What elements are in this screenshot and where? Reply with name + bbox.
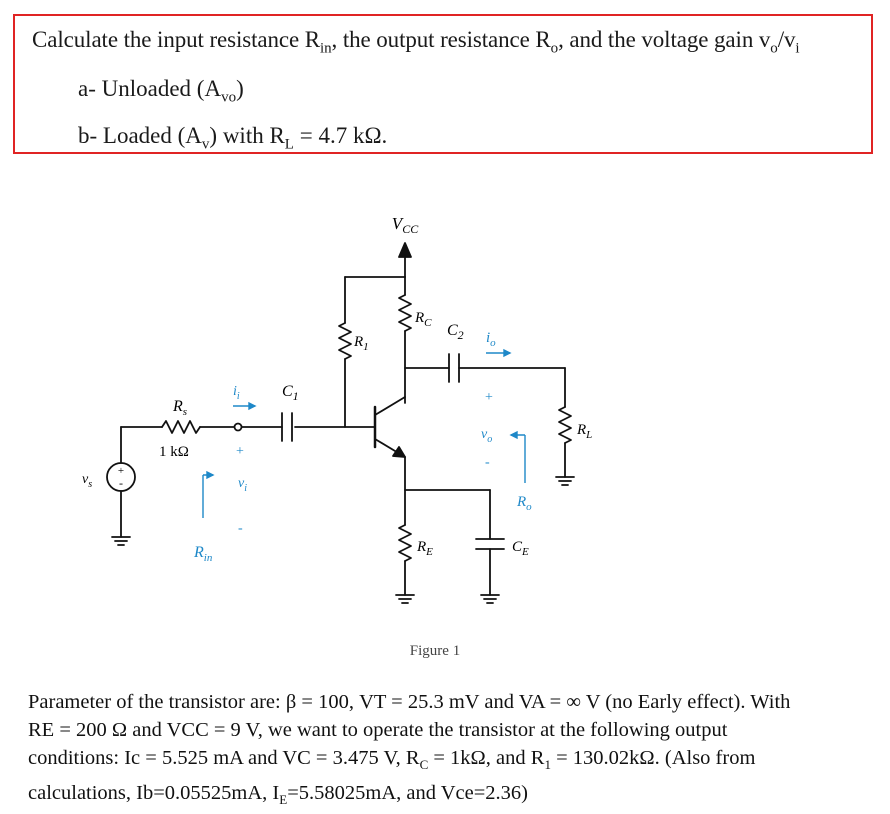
params-line-2: RE = 200 Ω and VCC = 9 V, we want to ope… bbox=[28, 719, 728, 741]
c2-label: C2 bbox=[447, 322, 464, 342]
source-minus-label: - bbox=[119, 476, 123, 490]
rin-label: Rin bbox=[193, 544, 213, 564]
rs-label: Rs bbox=[172, 398, 187, 418]
question-item-a: a- Unloaded (Avo) bbox=[78, 76, 244, 106]
io-label: io bbox=[486, 330, 496, 349]
rl-label: RL bbox=[576, 422, 592, 441]
vi-minus: - bbox=[238, 521, 243, 536]
vo-minus: - bbox=[485, 455, 490, 470]
c1-label: C1 bbox=[282, 383, 299, 403]
vi-terminal bbox=[233, 422, 243, 432]
params-line-1: Parameter of the transistor are: β = 100… bbox=[28, 691, 791, 713]
rs-resistor-icon bbox=[161, 420, 201, 434]
vi-plus: + bbox=[236, 444, 244, 459]
r1-resistor-icon bbox=[338, 322, 352, 360]
source-plus-label: + bbox=[118, 465, 124, 477]
question-item-b: b- Loaded (Av) with RL = 4.7 kΩ. bbox=[78, 123, 388, 153]
rl-resistor-icon bbox=[558, 406, 572, 444]
rin-bracket bbox=[202, 474, 213, 518]
vs-label: vs bbox=[82, 472, 92, 490]
parameters-text: Parameter of the transistor are: β = 100… bbox=[28, 688, 878, 814]
params-line-4: calculations, Ib=0.05525mA, IE=5.58025mA… bbox=[28, 782, 529, 808]
ce-label: CE bbox=[512, 539, 529, 558]
figure-caption: Figure 1 bbox=[410, 643, 460, 659]
emitter-arrow-icon bbox=[392, 446, 406, 458]
question-title: Calculate the input resistance Rin, the … bbox=[32, 27, 800, 57]
r1-label: R1 bbox=[353, 334, 369, 353]
vcc-label: VCC bbox=[392, 214, 419, 236]
rs-value: 1 kΩ bbox=[159, 444, 189, 460]
re-label: RE bbox=[416, 539, 433, 558]
params-line-3: conditions: Ic = 5.525 mA and VC = 3.475… bbox=[28, 747, 756, 773]
re-resistor-icon bbox=[398, 524, 412, 562]
vo-plus: + bbox=[485, 390, 493, 405]
rc-label: RC bbox=[414, 310, 432, 329]
ii-label: ii bbox=[233, 384, 240, 402]
circuit-figure: + - VCC R1 RC C2 io C1 ii Rs 1 kΩ vs + v… bbox=[82, 214, 592, 659]
question-box: Calculate the input resistance Rin, the … bbox=[13, 14, 873, 154]
vo-label: vo bbox=[481, 427, 492, 445]
ro-label: Ro bbox=[516, 494, 532, 513]
ro-bracket bbox=[511, 434, 526, 483]
rc-resistor-icon bbox=[398, 294, 412, 332]
vi-label: vi bbox=[238, 476, 247, 494]
